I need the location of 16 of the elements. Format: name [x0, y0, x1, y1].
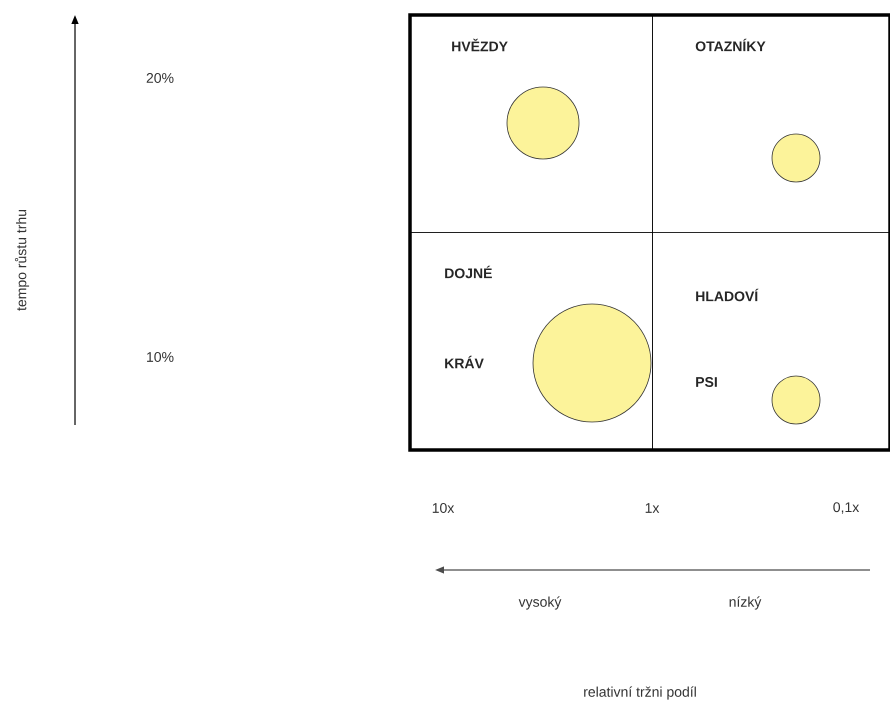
tick-label: 10x: [432, 503, 454, 513]
quadrant-box: OTAZNÍKY: [652, 15, 890, 233]
tick-label: 1x: [646, 503, 660, 513]
quadrant-box: HLADOVÍ PSI: [652, 232, 890, 451]
scale-label: nízký: [730, 596, 762, 610]
node-label: HVĚZDY: [452, 38, 508, 52]
tick-label: 0,1x: [833, 502, 860, 514]
axis-title: relativní tržni podíl: [584, 686, 696, 700]
quadrant-box: DOJNÉ KRÁV: [410, 232, 653, 451]
scale-label: vysoký: [518, 596, 562, 610]
bubble: [772, 376, 820, 424]
tick-label: 10%: [147, 352, 174, 362]
bubble: [772, 134, 820, 182]
tick-label: 20%: [146, 73, 174, 83]
bubble: [532, 304, 652, 422]
axis-title: tempo růstu trhu: [14, 210, 30, 311]
